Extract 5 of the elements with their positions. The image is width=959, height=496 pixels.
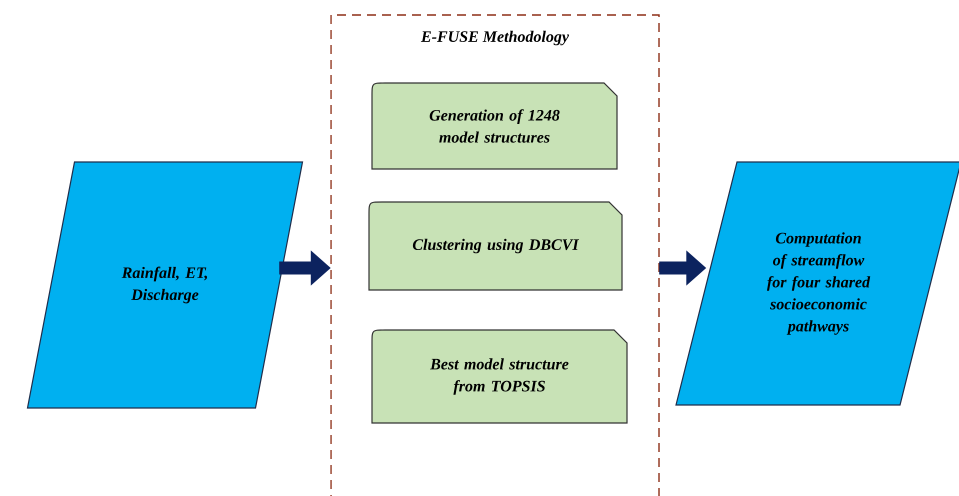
process-box: Generation of 1248 model structures xyxy=(371,82,618,170)
data-parallelogram: Rainfall, ET, Discharge xyxy=(26,161,304,409)
process-box: Clustering using DBCVI xyxy=(368,201,623,291)
process-box: Best model structure from TOPSIS xyxy=(371,329,628,424)
data-parallelogram: Computation of streamflow for four shared socioeconomic pathways xyxy=(675,161,959,406)
